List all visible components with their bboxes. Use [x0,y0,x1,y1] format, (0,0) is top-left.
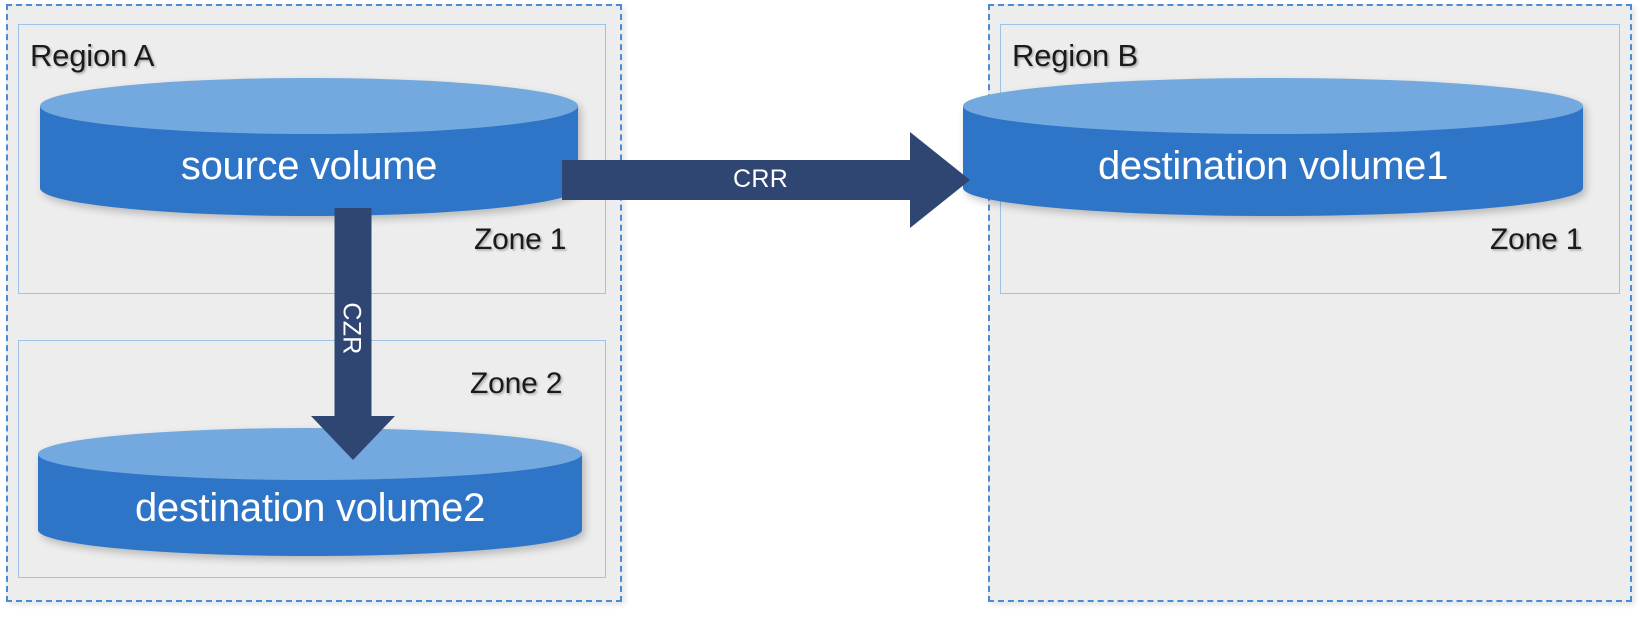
destination-volume2-cylinder[interactable]: destination volume2 [38,428,582,558]
cylinder-top-ellipse [38,428,582,480]
region-a-label: Region A [30,38,155,73]
zone-a1-label: Zone 1 [474,223,567,256]
region-b-label: Region B [1012,38,1138,73]
czr-arrow[interactable] [311,208,395,460]
zone-a2-label: Zone 2 [470,367,563,400]
source-volume-label: source volume [180,144,438,188]
destination-volume1-label: destination volume1 [1097,144,1449,188]
cylinder-top-ellipse [40,78,578,134]
crr-arrow[interactable] [562,132,970,228]
destination-volume1-cylinder[interactable]: destination volume1 [963,78,1583,218]
zone-b1-label: Zone 1 [1490,223,1583,256]
destination-volume2-label: destination volume2 [134,486,486,530]
czr-arrow-label: CZR [337,302,366,355]
cylinder-top-ellipse [963,78,1583,134]
source-volume-cylinder[interactable]: source volume [40,78,578,218]
crr-arrow-label: CRR [733,165,789,193]
